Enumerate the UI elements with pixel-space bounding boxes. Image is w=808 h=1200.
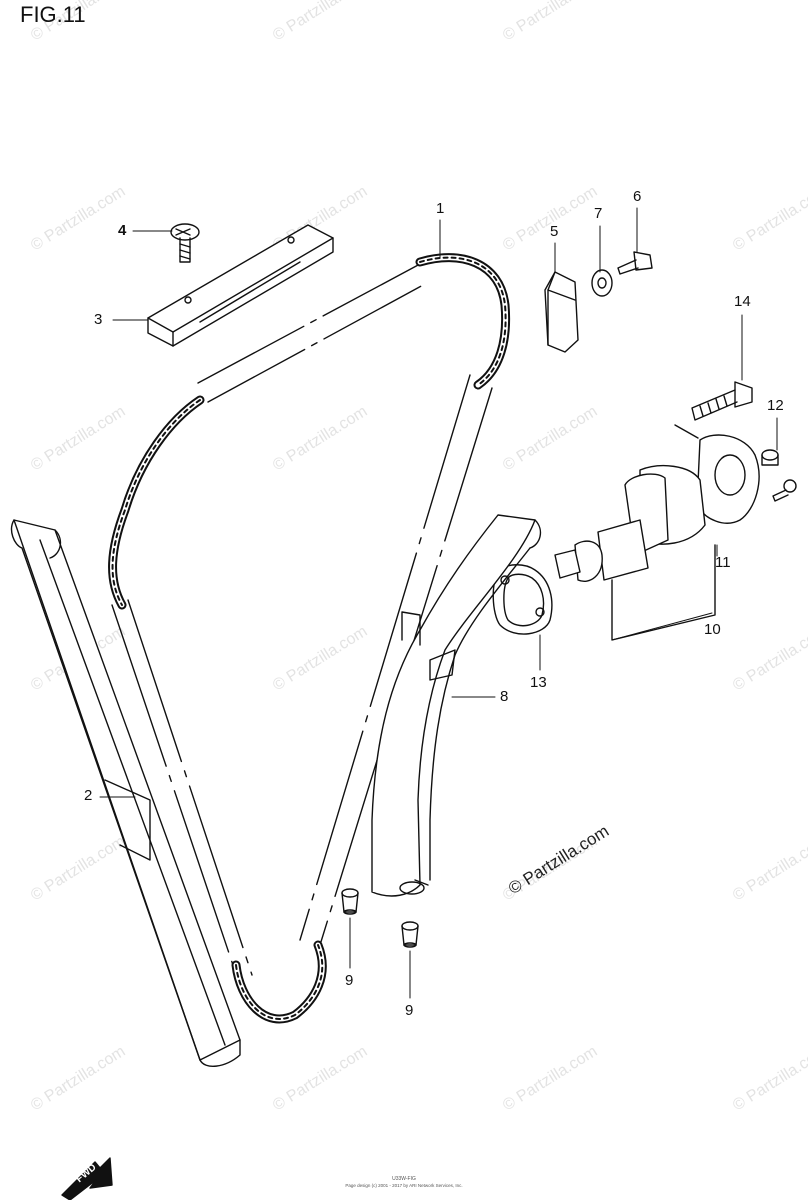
callout-11[interactable]: 11 xyxy=(715,554,731,571)
leader-lines xyxy=(99,207,778,999)
callout-5[interactable]: 5 xyxy=(550,223,559,240)
chain-guide-front-2-icon[interactable] xyxy=(10,519,241,1067)
callout-7[interactable]: 7 xyxy=(594,205,603,222)
callout-8[interactable]: 8 xyxy=(500,688,509,705)
callout-14[interactable]: 14 xyxy=(734,293,751,310)
callout-13[interactable]: 13 xyxy=(530,674,547,691)
callout-3[interactable]: 3 xyxy=(94,311,103,328)
copyright-credit: Page design (c) 2001 - 2017 by ARI Netwo… xyxy=(345,1183,463,1188)
gasket-13-icon[interactable] xyxy=(492,564,553,635)
plug-12-icon[interactable] xyxy=(761,449,779,466)
washer-7-icon[interactable] xyxy=(591,269,613,297)
figure-title: FIG.11 xyxy=(20,2,86,27)
callout-12[interactable]: 12 xyxy=(767,397,784,414)
callout-4[interactable]: 4 xyxy=(118,222,127,239)
dowel-pin-9b-icon[interactable] xyxy=(401,921,419,948)
tensioner-bolt-icon[interactable] xyxy=(772,479,797,502)
chain-guide-upper-3-icon[interactable] xyxy=(147,224,334,347)
callout-2[interactable]: 2 xyxy=(84,787,93,804)
callout-1[interactable]: 1 xyxy=(436,200,445,217)
chain-guide-tensioner-8-icon[interactable] xyxy=(371,514,542,897)
long-bolt-14-icon[interactable] xyxy=(691,381,753,421)
fwd-direction-arrow xyxy=(61,1157,113,1200)
screw-4-icon[interactable] xyxy=(170,223,200,263)
callout-6[interactable]: 6 xyxy=(633,188,642,205)
bolt-6-icon[interactable] xyxy=(617,251,653,275)
figure-code: U33W-FIG xyxy=(392,1176,416,1182)
cushion-5-icon[interactable] xyxy=(544,271,579,353)
callout-10[interactable]: 10 xyxy=(704,621,721,638)
cam-chain-1-icon[interactable] xyxy=(108,253,511,1024)
tensioner-assembly-10-icon[interactable] xyxy=(554,424,760,641)
callout-9a[interactable]: 9 xyxy=(345,972,354,989)
dowel-pin-9a-icon[interactable] xyxy=(341,888,359,915)
callout-9b[interactable]: 9 xyxy=(405,1002,414,1019)
